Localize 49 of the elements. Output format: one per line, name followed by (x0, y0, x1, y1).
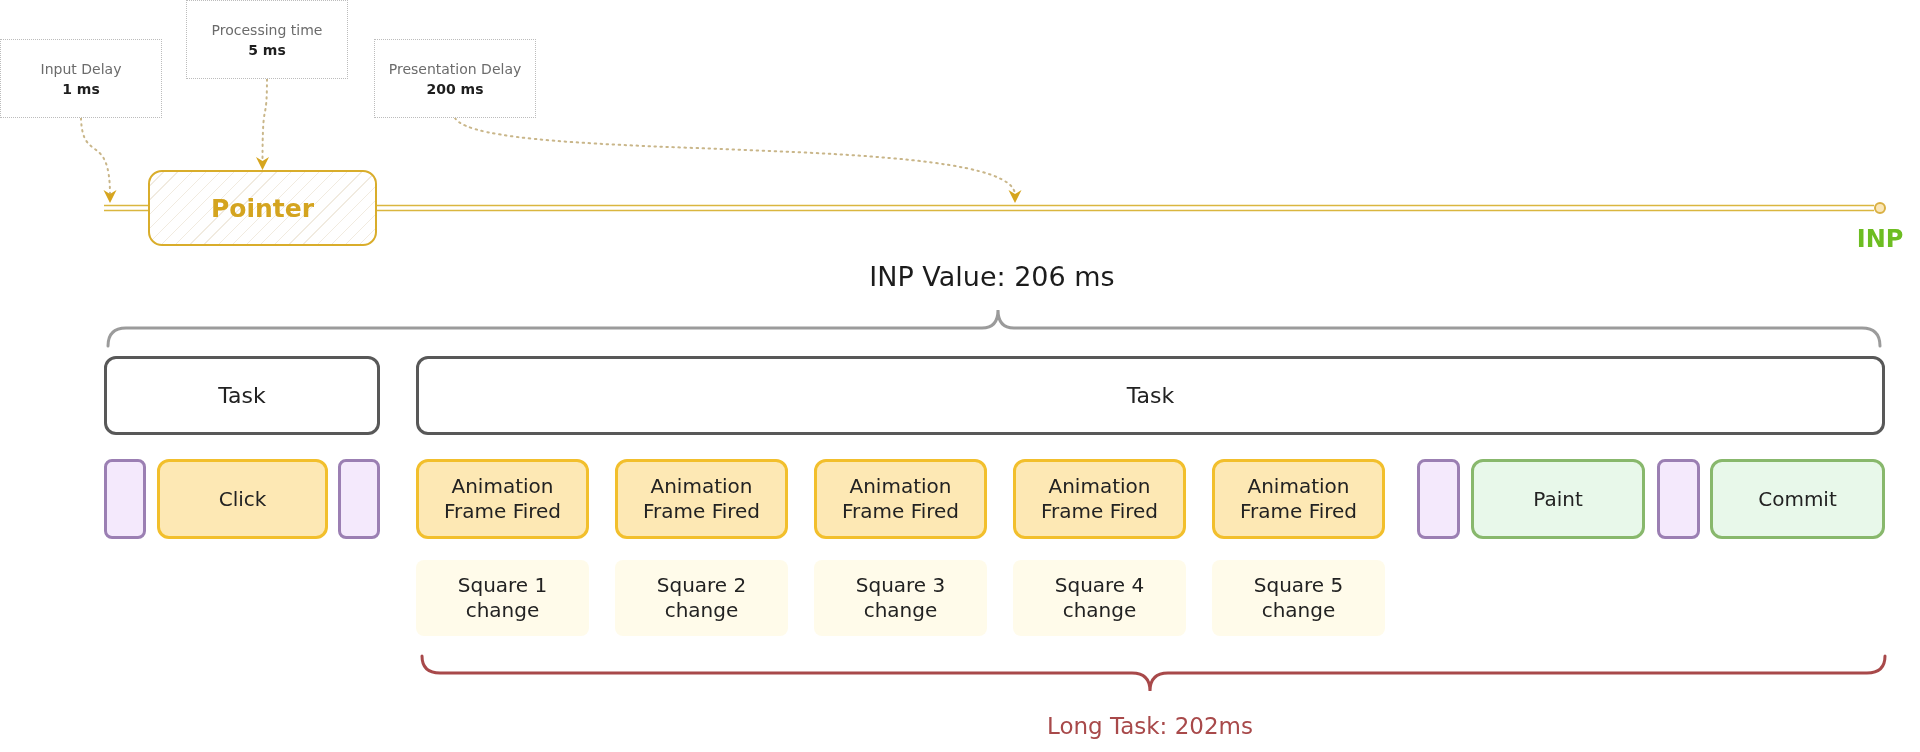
empty-block (1417, 459, 1460, 539)
frame-block (1013, 459, 1186, 539)
timeline-track (376, 204, 1875, 212)
frame-label: Animation Frame Fired (641, 474, 762, 524)
callout-title: Presentation Delay (388, 59, 522, 79)
long-task-label: Long Task: 202ms (1047, 713, 1253, 739)
empty-block (338, 459, 380, 539)
event-block (148, 170, 377, 246)
change-label: Square 2 change (655, 573, 748, 623)
callout-box (186, 0, 348, 79)
task-label: Task (1126, 383, 1175, 408)
leader-arrow (454, 117, 1022, 203)
total-label: INP Value: 206 ms (869, 261, 1115, 292)
frame-block (814, 459, 987, 539)
frame-label: Animation Frame Fired (840, 474, 961, 524)
change-label: Square 4 change (1053, 573, 1146, 623)
handler-label: Click (218, 486, 267, 512)
event-label: Pointer (210, 193, 315, 223)
callout-box (374, 39, 536, 118)
change-label: Square 3 change (854, 573, 947, 623)
render-block (1710, 459, 1885, 539)
render-label: Commit (1758, 486, 1837, 512)
task-bar (416, 356, 1885, 435)
callout-value: 200 ms (426, 79, 484, 99)
empty-block (104, 459, 146, 539)
timeline-track (103, 204, 149, 212)
render-label: Paint (1533, 486, 1583, 512)
frame-label: Animation Frame Fired (1039, 474, 1160, 524)
frame-label: Animation Frame Fired (1238, 474, 1359, 524)
leader-arrow (256, 78, 269, 170)
leader-arrow (80, 117, 117, 203)
task-bar (104, 356, 380, 435)
frame-block (615, 459, 788, 539)
change-label: Square 5 change (1252, 573, 1345, 623)
callout-value: 5 ms (248, 40, 286, 60)
render-block (1471, 459, 1645, 539)
frame-block (416, 459, 589, 539)
task-label: Task (218, 383, 266, 408)
callout-value: 1 ms (62, 79, 100, 99)
callout-title: Processing time (211, 20, 323, 40)
callout-title: Input Delay (40, 59, 122, 79)
handler-block (157, 459, 328, 539)
frame-label: Animation Frame Fired (442, 474, 563, 524)
end-dot-icon (1874, 202, 1886, 214)
end-label: INP (1856, 225, 1904, 253)
callout-box (0, 39, 162, 118)
empty-block (1657, 459, 1700, 539)
frame-block (1212, 459, 1385, 539)
change-label: Square 1 change (456, 573, 549, 623)
